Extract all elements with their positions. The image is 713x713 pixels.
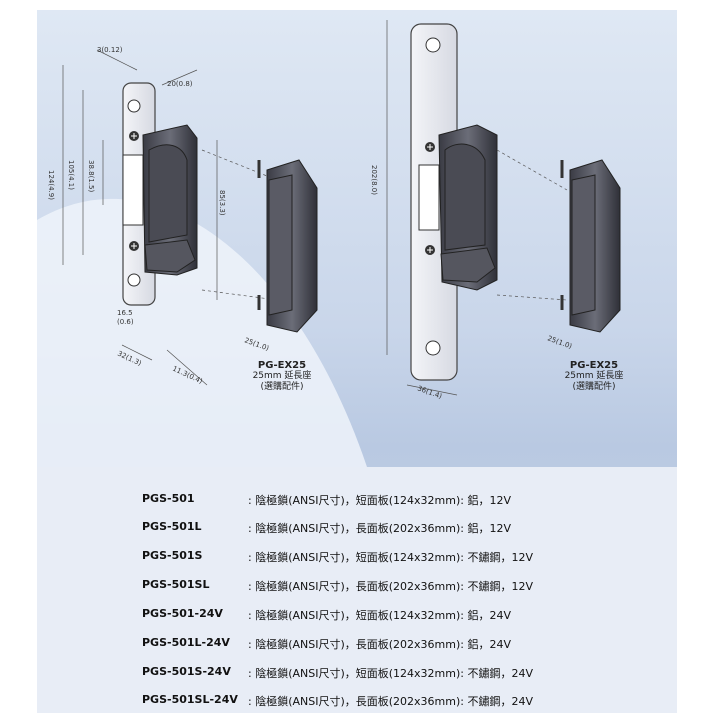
dim-label: 85(3.3) [218,190,226,216]
spec-desc: : 陰極鎖(ANSI尺寸)，長面板(202x36mm): 不鏽鋼，24V [248,695,534,708]
spec-desc: : 陰極鎖(ANSI尺寸)，短面板(124x32mm): 鋁，12V [248,494,512,507]
spec-model: PGS-501L [142,520,202,533]
caption-line: 25mm 延長座 [564,371,624,381]
dim-label: 124(4.9) [47,170,55,200]
dim-label: 202(8.0) [370,165,378,195]
dim-label: 38.8(1.5) [87,160,95,192]
spec-row: PGS-501SL-24V : 陰極鎖(ANSI尺寸)，長面板(202x36mm… [37,693,677,713]
caption-line: (選購配件) [260,382,304,392]
spec-model: PGS-501SL-24V [142,693,238,706]
spec-model: PGS-501L-24V [142,636,230,649]
spec-model: PGS-501S-24V [142,665,231,678]
spec-row: PGS-501 : 陰極鎖(ANSI尺寸)，短面板(124x32mm): 鋁，1… [37,492,677,512]
spec-row: PGS-501S : 陰極鎖(ANSI尺寸)，短面板(124x32mm): 不鏽… [37,549,677,569]
product-sheet: 3(0.12) 20(0.8) 124(4.9) 105(4.1) 38.8(1… [37,10,677,713]
spec-model: PGS-501 [142,492,195,505]
spec-model: PGS-501S [142,549,203,562]
caption-model: PG-EX25 [569,360,619,371]
caption-line: (選購配件) [572,382,616,392]
spec-desc: : 陰極鎖(ANSI尺寸)，短面板(124x32mm): 不鏽鋼，12V [248,551,534,564]
dimension-lines-right [386,20,568,396]
dim-label: (0.6) [117,318,134,326]
spec-desc: : 陰極鎖(ANSI尺寸)，長面板(202x36mm): 不鏽鋼，12V [248,580,534,593]
caption-model: PG-EX25 [257,360,307,371]
background-swoosh [37,198,367,467]
extension-piece-left [257,159,318,333]
dimension-lines-left [62,49,278,386]
extension-piece-right [560,159,621,333]
dim-label: 36(1.4) [416,384,443,400]
long-faceplate-strike [410,23,498,381]
dim-label: 25(1.0) [546,334,573,350]
dim-label: 105(4.1) [67,160,75,190]
spec-desc: : 陰極鎖(ANSI尺寸)，短面板(124x32mm): 不鏽鋼，24V [248,667,534,680]
dim-label: 20(0.8) [167,80,193,88]
spec-desc: : 陰極鎖(ANSI尺寸)，短面板(124x32mm): 鋁，24V [248,609,512,622]
spec-row: PGS-501-24V : 陰極鎖(ANSI尺寸)，短面板(124x32mm):… [37,607,677,627]
spec-row: PGS-501S-24V : 陰極鎖(ANSI尺寸)，短面板(124x32mm)… [37,665,677,685]
spec-row: PGS-501L : 陰極鎖(ANSI尺寸)，長面板(202x36mm): 鋁，… [37,520,677,540]
caption-extension-left: PG-EX25 25mm 延長座 (選購配件) [237,360,327,393]
spec-desc: : 陰極鎖(ANSI尺寸)，長面板(202x36mm): 鋁，24V [248,638,512,651]
spec-row: PGS-501SL : 陰極鎖(ANSI尺寸)，長面板(202x36mm): 不… [37,578,677,598]
spec-desc: : 陰極鎖(ANSI尺寸)，長面板(202x36mm): 鋁，12V [248,522,512,535]
spec-model: PGS-501SL [142,578,210,591]
dim-label: 3(0.12) [97,46,123,54]
dim-label: 16.5 [117,309,133,317]
caption-extension-right: PG-EX25 25mm 延長座 (選購配件) [549,360,639,393]
spec-model: PGS-501-24V [142,607,223,620]
spec-row: PGS-501L-24V : 陰極鎖(ANSI尺寸)，長面板(202x36mm)… [37,636,677,656]
spec-table: PGS-501 : 陰極鎖(ANSI尺寸)，短面板(124x32mm): 鋁，1… [37,467,677,713]
short-faceplate-strike [122,82,198,306]
caption-line: 25mm 延長座 [252,371,312,381]
product-drawing: 3(0.12) 20(0.8) 124(4.9) 105(4.1) 38.8(1… [37,20,621,467]
